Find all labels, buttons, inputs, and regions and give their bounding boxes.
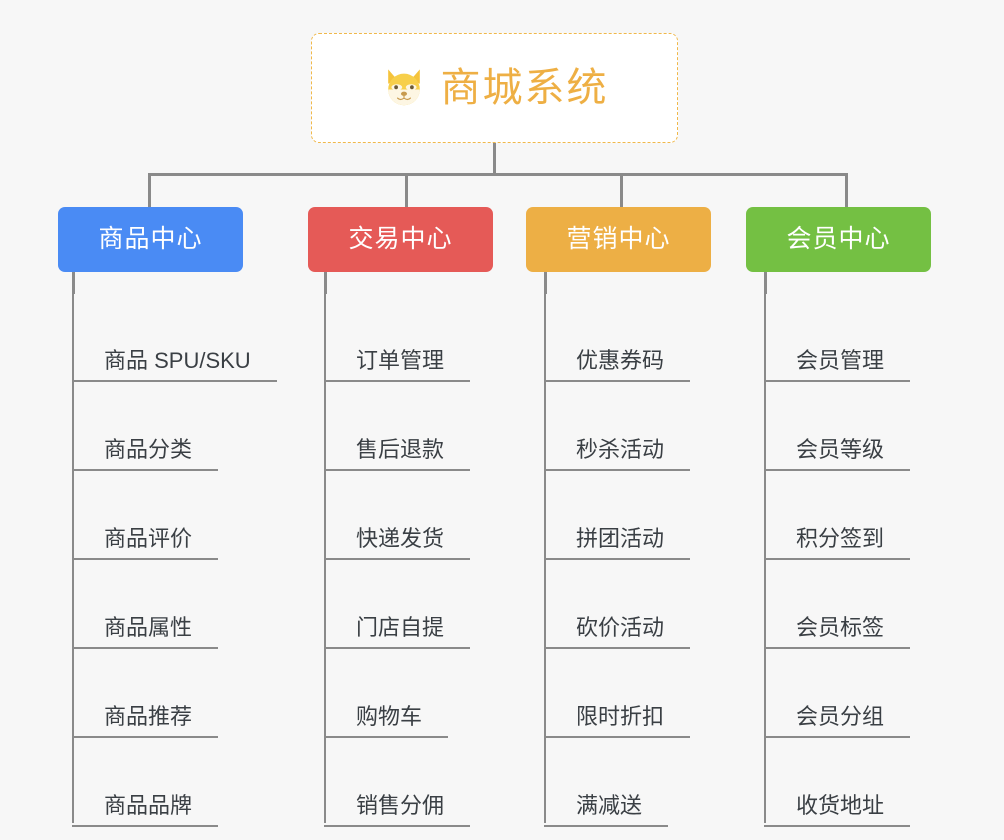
leaf-item[interactable]: 会员管理 [764,293,974,382]
connector-stem-4 [764,272,767,294]
leaf-column-product-center: 商品 SPU/SKU 商品分类 商品评价 商品属性 商品推荐 商品品牌 [72,293,282,827]
connector-drop-4 [845,173,848,209]
leaf-label: 订单管理 [324,350,471,382]
leaf-item[interactable]: 会员标签 [764,560,974,649]
leaf-item[interactable]: 拼团活动 [544,471,754,560]
connector-horizontal-bus [148,173,848,176]
category-box-trade-center[interactable]: 交易中心 [308,207,493,272]
connector-stem-3 [544,272,547,294]
leaf-label: 积分签到 [764,528,911,560]
category-label: 商品中心 [98,225,203,253]
leaf-label: 商品属性 [72,617,219,649]
leaf-item[interactable]: 订单管理 [324,293,534,382]
category-label: 营销中心 [566,225,671,253]
leaf-label: 会员管理 [764,350,911,382]
leaf-label: 商品分类 [72,439,219,471]
category-label: 会员中心 [786,225,891,253]
leaf-label: 会员分组 [764,706,911,738]
shiba-dog-face-icon [387,69,420,106]
connector-drop-1 [148,173,151,209]
connector-stem-2 [324,272,327,294]
leaf-label: 销售分佣 [324,795,471,827]
leaf-label: 拼团活动 [544,528,691,560]
connector-drop-3 [620,173,623,209]
leaf-item[interactable]: 商品推荐 [72,649,282,738]
leaf-label: 商品评价 [72,528,219,560]
leaf-label: 收货地址 [764,795,911,827]
leaf-label: 会员标签 [764,617,911,649]
category-box-product-center[interactable]: 商品中心 [58,207,243,272]
leaf-label: 商品 SPU/SKU [72,350,277,382]
connector-stem-1 [72,272,75,294]
leaf-item[interactable]: 商品 SPU/SKU [72,293,282,382]
leaf-label: 购物车 [324,706,449,738]
leaf-item[interactable]: 销售分佣 [324,738,534,827]
leaf-item[interactable]: 积分签到 [764,471,974,560]
connector-root-vertical [493,143,496,175]
leaf-label: 门店自提 [324,617,471,649]
leaf-label: 商品推荐 [72,706,219,738]
leaf-item[interactable]: 会员等级 [764,382,974,471]
leaf-column-marketing-center: 优惠券码 秒杀活动 拼团活动 砍价活动 限时折扣 满减送 [544,293,754,827]
leaf-item[interactable]: 售后退款 [324,382,534,471]
leaf-item[interactable]: 收货地址 [764,738,974,827]
leaf-item[interactable]: 优惠券码 [544,293,754,382]
leaf-item[interactable]: 购物车 [324,649,534,738]
category-box-member-center[interactable]: 会员中心 [746,207,931,272]
leaf-item[interactable]: 会员分组 [764,649,974,738]
leaf-label: 快递发货 [324,528,471,560]
leaf-label: 优惠券码 [544,350,691,382]
leaf-item[interactable]: 商品属性 [72,560,282,649]
root-title: 商城系统 [440,66,609,110]
leaf-item[interactable]: 商品评价 [72,471,282,560]
leaf-item[interactable]: 秒杀活动 [544,382,754,471]
leaf-item[interactable]: 限时折扣 [544,649,754,738]
leaf-column-member-center: 会员管理 会员等级 积分签到 会员标签 会员分组 收货地址 [764,293,974,827]
leaf-label: 限时折扣 [544,706,691,738]
leaf-column-trade-center: 订单管理 售后退款 快递发货 门店自提 购物车 销售分佣 [324,293,534,827]
leaf-label: 售后退款 [324,439,471,471]
leaf-item[interactable]: 满减送 [544,738,754,827]
leaf-label: 满减送 [544,795,669,827]
leaf-item[interactable]: 商品品牌 [72,738,282,827]
leaf-item[interactable]: 砍价活动 [544,560,754,649]
root-node-mall-system[interactable]: 商城系统 [311,33,678,143]
leaf-item[interactable]: 商品分类 [72,382,282,471]
category-box-marketing-center[interactable]: 营销中心 [526,207,711,272]
connector-drop-2 [405,173,408,209]
leaf-item[interactable]: 门店自提 [324,560,534,649]
leaf-label: 会员等级 [764,439,911,471]
leaf-label: 商品品牌 [72,795,219,827]
leaf-label: 砍价活动 [544,617,691,649]
category-label: 交易中心 [348,225,453,253]
leaf-label: 秒杀活动 [544,439,691,471]
leaf-item[interactable]: 快递发货 [324,471,534,560]
